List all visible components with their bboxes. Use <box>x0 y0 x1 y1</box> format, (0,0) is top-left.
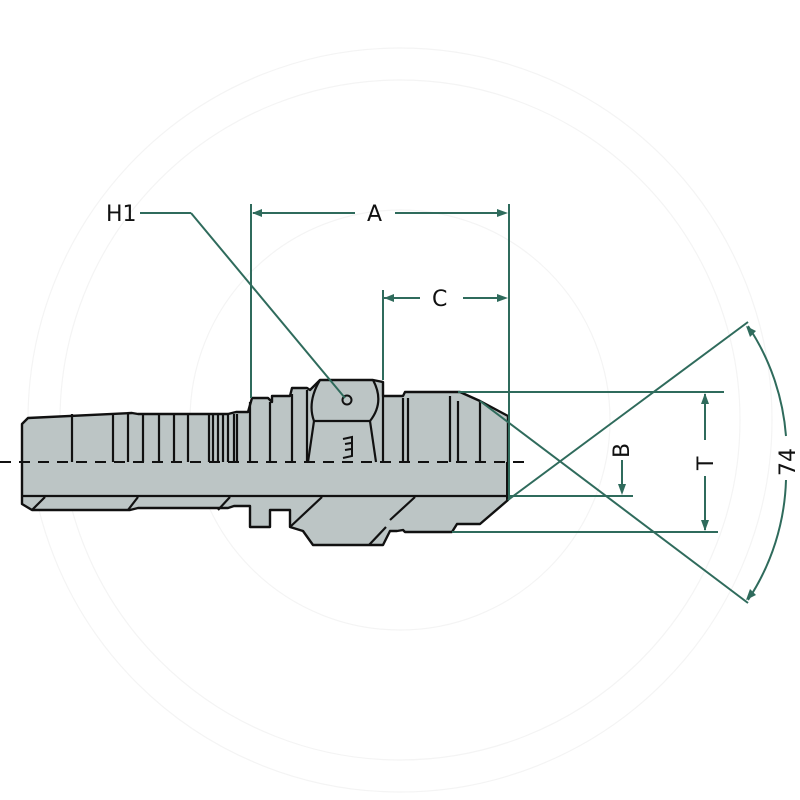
label-c: C <box>432 287 447 312</box>
section-line <box>368 526 387 546</box>
label-a: A <box>367 202 382 227</box>
label-t: T <box>694 456 719 471</box>
marking-glyph <box>342 435 353 459</box>
fitting-outline <box>20 378 510 547</box>
fitting-body <box>20 378 510 547</box>
crimp-grooves <box>70 414 239 462</box>
section-line <box>217 496 231 511</box>
section-line <box>127 496 139 511</box>
section-line <box>31 496 46 511</box>
label-b: B <box>610 443 635 458</box>
dimension-lines <box>140 204 787 604</box>
section-line <box>389 496 416 521</box>
label-h1: H1 <box>106 202 137 227</box>
section-line <box>289 496 323 528</box>
label-angle: 74 <box>776 448 800 476</box>
